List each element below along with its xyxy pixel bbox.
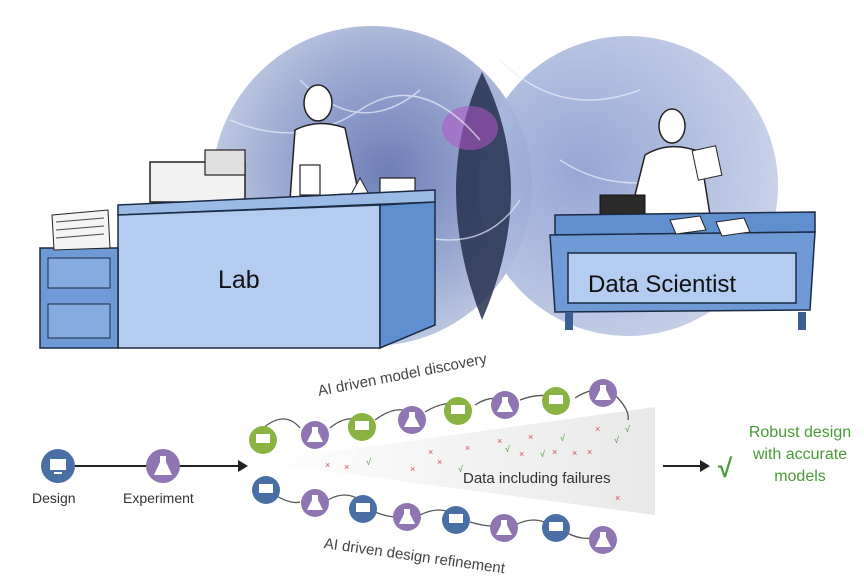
lab-label: Lab <box>218 266 260 294</box>
computer-node <box>542 387 570 415</box>
computer-node <box>349 495 377 523</box>
computer-node <box>444 397 472 425</box>
result-arrow-head <box>700 460 710 472</box>
data-failures-label: Data including failures <box>463 470 611 487</box>
flask-node <box>589 379 617 407</box>
checkmark-icon: √ <box>718 453 733 483</box>
failure-mark: × <box>497 436 502 446</box>
flask-node <box>301 421 329 449</box>
success-mark: √ <box>540 449 545 459</box>
failure-mark: × <box>428 447 433 457</box>
design-label: Design <box>32 490 76 506</box>
failure-mark: × <box>410 464 415 474</box>
failure-mark: × <box>325 460 330 470</box>
flask-node <box>490 514 518 542</box>
success-mark: √ <box>625 424 630 434</box>
data-marks: × × √ × × × × √ × √ × × √ √ × × × √ √ × … <box>325 424 630 503</box>
computer-node <box>542 514 570 542</box>
success-mark: √ <box>614 435 619 445</box>
failure-mark: × <box>528 432 533 442</box>
data-scientist-label: Data Scientist <box>588 271 737 298</box>
computer-node <box>348 413 376 441</box>
result-label: Robust design with accurate models <box>748 424 852 485</box>
failure-mark: × <box>344 462 349 472</box>
failure-mark: × <box>552 447 557 457</box>
lab-desk <box>39 189 436 350</box>
success-mark: √ <box>366 457 371 467</box>
flask-node <box>589 526 617 554</box>
design-node <box>41 449 75 483</box>
computer-node <box>249 426 277 454</box>
flask-node <box>491 391 519 419</box>
computer-node <box>442 506 470 534</box>
experiment-label: Experiment <box>123 490 194 506</box>
experiment-arrow-head <box>238 460 248 472</box>
failure-mark: × <box>465 443 470 453</box>
computer-node <box>252 476 280 504</box>
success-mark: √ <box>458 464 463 474</box>
flask-node <box>398 406 426 434</box>
failure-mark: × <box>572 448 577 458</box>
success-mark: √ <box>560 433 565 443</box>
flask-node <box>393 503 421 531</box>
failure-mark: × <box>615 493 620 503</box>
flask-node <box>301 489 329 517</box>
failure-mark: × <box>437 457 442 467</box>
failure-mark: × <box>587 447 592 457</box>
data-scientist-desk <box>549 211 816 330</box>
success-mark: √ <box>505 444 510 454</box>
discovery-chain <box>249 379 629 454</box>
failure-mark: × <box>519 449 524 459</box>
refinement-chain <box>252 476 617 554</box>
data-cone <box>258 407 655 515</box>
experiment-node <box>146 449 180 483</box>
failure-mark: × <box>595 424 600 434</box>
